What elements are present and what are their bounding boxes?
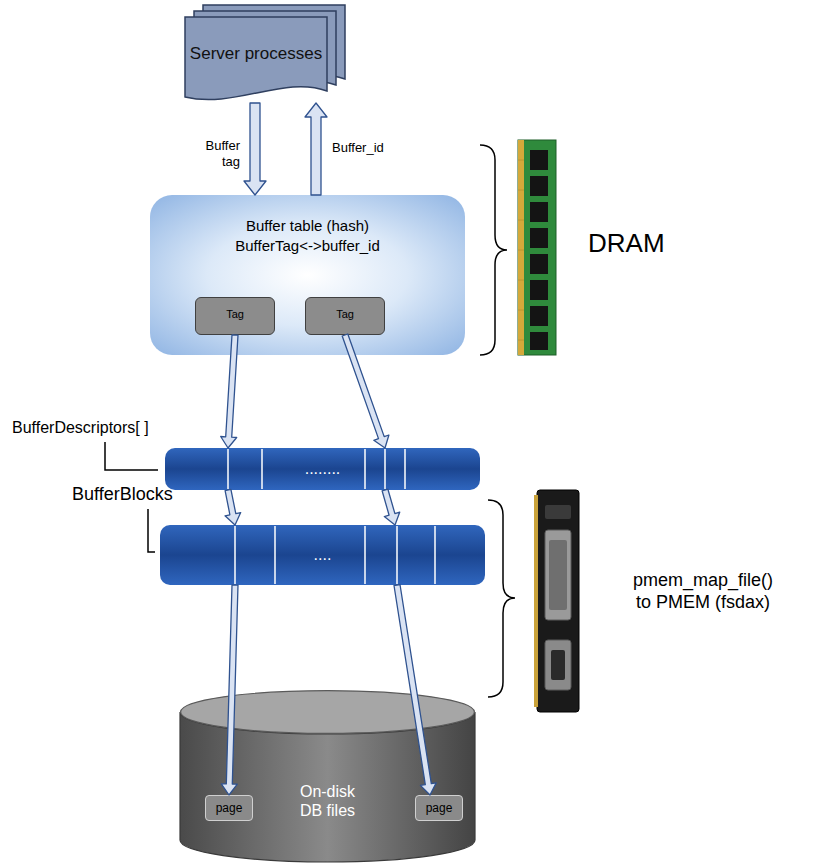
curly-bracket [488, 500, 515, 697]
pmem-module [534, 490, 579, 712]
slot-divider [228, 449, 435, 584]
hash-table-box: Buffer table (hash) BufferTag<->buffer_id… [150, 195, 465, 355]
array-label: BufferDescriptors[ ] [12, 418, 182, 437]
node-text: Tag [226, 308, 244, 321]
connector-arrow [394, 585, 436, 796]
curly-bracket [480, 145, 507, 355]
leader-line [148, 509, 155, 552]
descriptor-array: ........ [165, 448, 480, 490]
array-label: BufferBlocks [72, 484, 202, 506]
connector-arrow [382, 489, 400, 525]
document-sheet [185, 17, 327, 100]
disk-cylinder: On-disk DB files page page [180, 690, 475, 862]
page-box: page [415, 795, 463, 821]
connector-arrow [221, 585, 238, 795]
page-box: page [205, 795, 253, 821]
node-text: ........ [305, 459, 341, 478]
node-text: BufferTag<->buffer_id [235, 237, 380, 255]
node-text: page [426, 801, 453, 815]
memory-label: pmem_map_file() to PMEM (fsdax) [628, 570, 778, 613]
cylinder-body [180, 712, 475, 862]
block-array: .... [160, 525, 485, 585]
node-text: page [216, 801, 243, 815]
cylinder-shape [180, 690, 475, 862]
edge-label: Buffer_id [332, 140, 412, 156]
connector-arrow [225, 489, 241, 525]
multi-document-shape: Server processes [185, 5, 345, 103]
tag-box: Tag [305, 297, 385, 335]
leader-line [105, 442, 158, 470]
cylinder-top [181, 691, 475, 734]
node-text: Buffer table (hash) [246, 217, 369, 235]
node-text: On-disk DB files [290, 782, 366, 820]
node-text: Server processes [190, 44, 322, 64]
tag-box: Tag [195, 297, 275, 335]
connector-arrow [305, 103, 327, 195]
connector-arrow [342, 334, 389, 448]
memory-label: DRAM [588, 228, 688, 259]
edge-label: Buffer tag [190, 138, 240, 169]
connector-arrow [244, 103, 266, 195]
node-text: Tag [336, 308, 354, 321]
connector-arrow [221, 335, 238, 448]
node-text: .... [314, 545, 332, 564]
dram-module [518, 140, 556, 355]
